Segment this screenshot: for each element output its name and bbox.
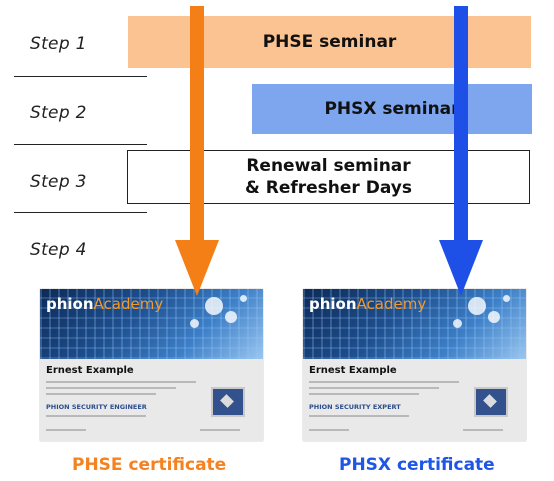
phsx-certificate-caption: PHSX certificate [339, 455, 495, 475]
phsx-seminar-label: PHSX seminar [324, 99, 460, 119]
phse-arrow [175, 6, 219, 296]
phse-certificate-image: phionAcademy Ernest Example PHION SECURI… [40, 289, 263, 441]
step-2-label: Step 2 [30, 103, 87, 123]
phion-academy-logo: phionAcademy [46, 295, 164, 313]
step-divider [14, 76, 147, 77]
phsx-seminar-bar: PHSX seminar [252, 84, 532, 134]
certificate-title: PHION SECURITY ENGINEER [46, 403, 147, 411]
certificate-seal-icon [211, 387, 245, 417]
phse-certificate-caption: PHSE certificate [72, 455, 227, 475]
certificate-banner [40, 289, 263, 359]
certificate-banner [303, 289, 526, 359]
step-4-label: Step 4 [30, 240, 87, 260]
phion-academy-logo: phionAcademy [309, 295, 427, 313]
certificate-recipient-name: Ernest Example [46, 365, 134, 376]
refresher-days-label: & Refresher Days [245, 178, 412, 198]
step-divider [14, 144, 147, 145]
step-1-label: Step 1 [30, 34, 87, 54]
phsx-certificate-image: phionAcademy Ernest Example PHION SECURI… [303, 289, 526, 441]
renewal-seminar-label: Renewal seminar [246, 156, 411, 176]
certificate-title: PHION SECURITY EXPERT [309, 403, 401, 411]
certificate-seal-icon [474, 387, 508, 417]
step-3-label: Step 3 [30, 172, 87, 192]
certificate-recipient-name: Ernest Example [309, 365, 397, 376]
phse-seminar-label: PHSE seminar [262, 32, 397, 52]
step-divider [14, 212, 147, 213]
phsx-arrow [439, 6, 483, 296]
